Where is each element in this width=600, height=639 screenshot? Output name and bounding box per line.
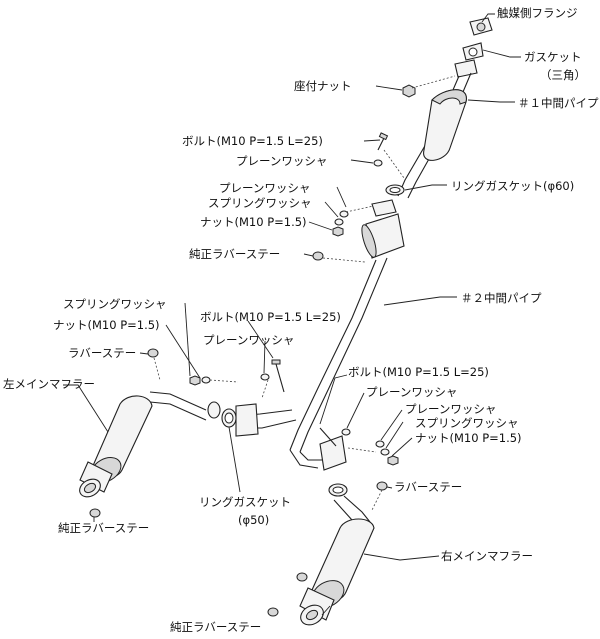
label-gasket-triangle: （三角） <box>540 68 586 82</box>
label-spring-washer-mid: スプリングワッシャ <box>208 196 312 210</box>
label-bolt-top: ボルト(M10 P=1.5 L=25) <box>182 134 323 148</box>
label-ring-gasket-60: リングガスケット(φ60) <box>451 179 575 193</box>
label-bolt-right: ボルト(M10 P=1.5 L=25) <box>348 365 489 379</box>
label-seat-nut: 座付ナット <box>294 79 352 93</box>
rubber-stay-left <box>147 348 161 381</box>
ring-gasket-50 <box>207 401 348 497</box>
pipe-flange <box>454 59 478 78</box>
left-bolt <box>260 359 285 399</box>
label-catalyst-flange: 触媒側フランジ <box>497 6 578 20</box>
leader-lines <box>63 13 521 616</box>
label-washer-right-b: プレーンワッシャ <box>405 402 497 416</box>
label-nut-left: ナット(M10 P=1.5) <box>53 318 160 332</box>
label-spring-washer-right: スプリングワッシャ <box>415 416 519 430</box>
left-fasteners <box>189 375 239 386</box>
label-right-main-muffler: 右メインマフラー <box>441 549 533 563</box>
left-main-muffler <box>79 391 207 498</box>
label-nut-right: ナット(M10 P=1.5) <box>415 431 522 445</box>
oem-rubber-stay-bottom <box>267 572 308 617</box>
label-spring-washer-left: スプリングワッシャ <box>63 297 167 311</box>
label-washer-mid: プレーンワッシャ <box>219 181 311 195</box>
label-ring-gasket-50-size: (φ50) <box>238 513 270 527</box>
label-rubber-stay-right: ラバーステー <box>394 480 463 494</box>
rubber-stay-right <box>371 481 388 511</box>
label-gasket: ガスケット <box>524 50 582 64</box>
label-mid-pipe-2: ＃２中間パイプ <box>461 291 542 305</box>
mid-fasteners <box>332 204 379 237</box>
right-bolt <box>319 427 399 466</box>
ring-gasket-60 <box>385 184 405 196</box>
label-ring-gasket-50: リングガスケット <box>199 495 291 509</box>
label-washer-top: プレーンワッシャ <box>236 154 328 168</box>
catalyst-flange <box>469 17 493 36</box>
top-washer <box>373 159 383 167</box>
label-left-main-muffler: 左メインマフラー <box>3 377 95 391</box>
seat-nut <box>402 75 456 98</box>
right-main-muffler <box>299 495 375 626</box>
label-washer-left: プレーンワッシャ <box>203 333 295 347</box>
mid-pipe-2 <box>235 257 388 471</box>
top-bolt <box>377 132 405 179</box>
label-mid-pipe-1: ＃１中間パイプ <box>518 96 599 110</box>
label-rubber-stay-left: ラバーステー <box>68 346 137 360</box>
label-bolt-left: ボルト(M10 P=1.5 L=25) <box>200 310 341 324</box>
label-oem-rubber-left: 純正ラバーステー <box>58 521 150 535</box>
label-washer-right-a: プレーンワッシャ <box>366 385 458 399</box>
mid-pipe-1 <box>397 72 472 199</box>
oem-rubber-stay-left <box>89 508 101 518</box>
triangle-gasket <box>462 42 484 61</box>
label-oem-rubber-top: 純正ラバーステー <box>189 247 281 261</box>
label-nut-mid: ナット(M10 P=1.5) <box>200 215 307 229</box>
oem-rubber-stay-top <box>312 251 366 263</box>
center-silencer <box>361 199 405 259</box>
label-oem-rubber-bottom: 純正ラバーステー <box>170 620 262 634</box>
